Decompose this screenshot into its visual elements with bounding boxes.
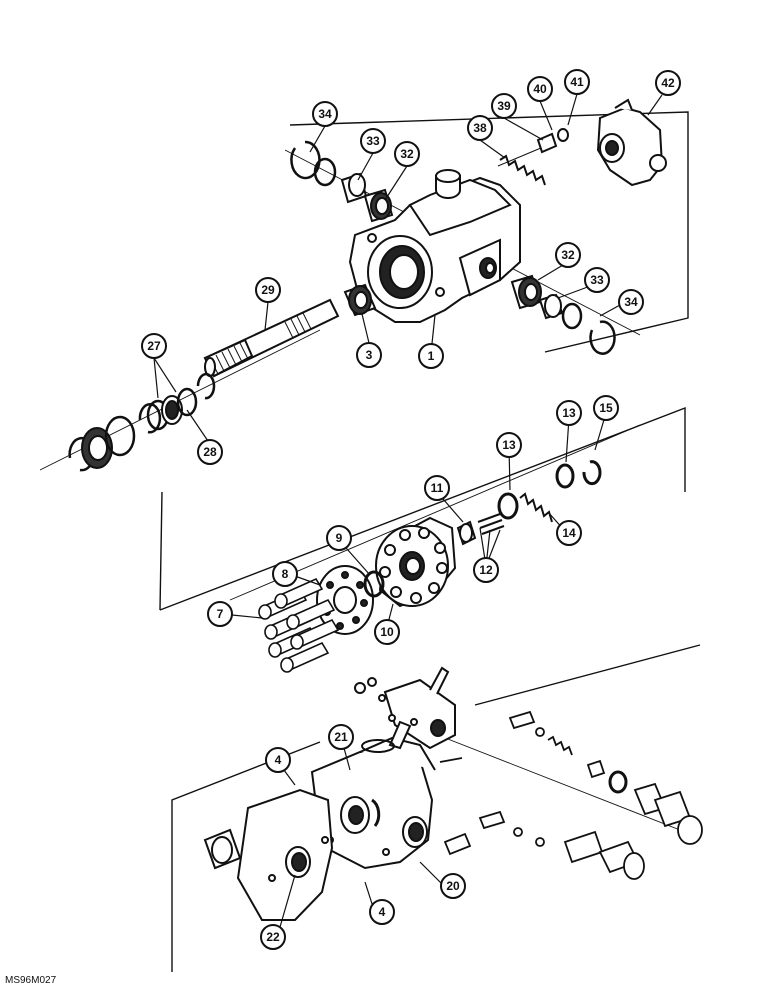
end-plate bbox=[236, 788, 334, 921]
callout-20: 20 bbox=[440, 873, 466, 899]
callout-label: 27 bbox=[147, 339, 161, 353]
callout-label: 14 bbox=[562, 526, 576, 540]
callout-34-top-left: 34 bbox=[312, 101, 338, 127]
callout-32-top-left: 32 bbox=[394, 141, 420, 167]
callout-22: 22 bbox=[260, 924, 286, 950]
callout-32-right: 32 bbox=[555, 242, 581, 268]
callout-label: 20 bbox=[446, 879, 460, 893]
top-right-rings bbox=[510, 274, 616, 355]
swash-housing bbox=[310, 736, 436, 870]
top-spring-assembly bbox=[497, 128, 569, 186]
guide-and-pins bbox=[456, 460, 602, 546]
callout-label: 1 bbox=[428, 349, 435, 363]
callout-4-upper: 4 bbox=[265, 747, 291, 773]
control-valve-block bbox=[354, 666, 456, 753]
callout-40: 40 bbox=[527, 76, 553, 102]
callout-27: 27 bbox=[141, 333, 167, 359]
valve-axis-line bbox=[429, 731, 681, 831]
callout-label: 28 bbox=[203, 445, 217, 459]
callout-label: 40 bbox=[533, 82, 547, 96]
frame-top bbox=[289, 111, 689, 353]
frame-middle-left bbox=[159, 491, 163, 611]
callout-9: 9 bbox=[326, 525, 352, 551]
callout-label: 15 bbox=[599, 401, 613, 415]
callout-38: 38 bbox=[467, 115, 493, 141]
callout-label: 4 bbox=[379, 905, 386, 919]
callout-label: 11 bbox=[431, 481, 444, 495]
callout-label: 8 bbox=[282, 567, 289, 581]
callout-11: 11 bbox=[424, 475, 450, 501]
callout-label: 34 bbox=[318, 107, 332, 121]
frame-bottom-top bbox=[474, 644, 701, 706]
valve-plate bbox=[316, 565, 385, 635]
callout-42: 42 bbox=[655, 70, 681, 96]
callout-label: 4 bbox=[275, 753, 282, 767]
piston-set bbox=[258, 577, 340, 673]
relief-valves bbox=[439, 710, 703, 880]
callout-label: 33 bbox=[366, 134, 380, 148]
shaft-seal-rings bbox=[68, 372, 216, 472]
callout-14: 14 bbox=[556, 520, 582, 546]
callout-4-lower: 4 bbox=[369, 899, 395, 925]
callout-label: 33 bbox=[590, 273, 604, 287]
callout-7: 7 bbox=[207, 601, 233, 627]
callout-34-right: 34 bbox=[618, 289, 644, 315]
sleeve-bushing bbox=[203, 828, 242, 870]
callout-41: 41 bbox=[564, 69, 590, 95]
callout-label: 34 bbox=[624, 295, 638, 309]
callout-label: 3 bbox=[366, 348, 373, 362]
top-left-rings bbox=[290, 140, 394, 223]
callout-15: 15 bbox=[593, 395, 619, 421]
callout-33-right: 33 bbox=[584, 267, 610, 293]
callout-label: 22 bbox=[266, 930, 280, 944]
callout-8: 8 bbox=[272, 561, 298, 587]
callout-label: 21 bbox=[334, 730, 348, 744]
callout-28: 28 bbox=[197, 439, 223, 465]
callout-29: 29 bbox=[255, 277, 281, 303]
callout-label: 41 bbox=[570, 75, 584, 89]
callout-label: 38 bbox=[473, 121, 487, 135]
callout-39: 39 bbox=[491, 93, 517, 119]
drive-shaft bbox=[203, 298, 340, 378]
callout-13-lower: 13 bbox=[496, 432, 522, 458]
callout-label: 13 bbox=[502, 438, 516, 452]
rotor-axis-line bbox=[229, 424, 641, 601]
callout-label: 32 bbox=[561, 248, 575, 262]
callout-label: 9 bbox=[336, 531, 343, 545]
callout-label: 32 bbox=[400, 147, 414, 161]
callout-label: 39 bbox=[497, 99, 511, 113]
bearing-3 bbox=[343, 283, 377, 317]
callout-33-top-left: 33 bbox=[360, 128, 386, 154]
reference-code: MS96M027 bbox=[5, 975, 57, 986]
callout-label: 13 bbox=[562, 406, 576, 420]
callout-21: 21 bbox=[328, 724, 354, 750]
callout-label: 12 bbox=[479, 563, 493, 577]
callout-13-upper: 13 bbox=[556, 400, 582, 426]
callout-10: 10 bbox=[374, 619, 400, 645]
callout-1: 1 bbox=[418, 343, 444, 369]
callout-label: 10 bbox=[380, 625, 394, 639]
callout-label: 42 bbox=[661, 76, 675, 90]
end-cover bbox=[596, 98, 667, 187]
callout-12: 12 bbox=[473, 557, 499, 583]
callout-3: 3 bbox=[356, 342, 382, 368]
callout-label: 29 bbox=[261, 283, 275, 297]
callout-label: 7 bbox=[217, 607, 224, 621]
callouts: 34 33 32 38 39 40 41 42 32 33 34 29 3 1 … bbox=[141, 69, 681, 950]
cylinder-block bbox=[375, 516, 457, 608]
